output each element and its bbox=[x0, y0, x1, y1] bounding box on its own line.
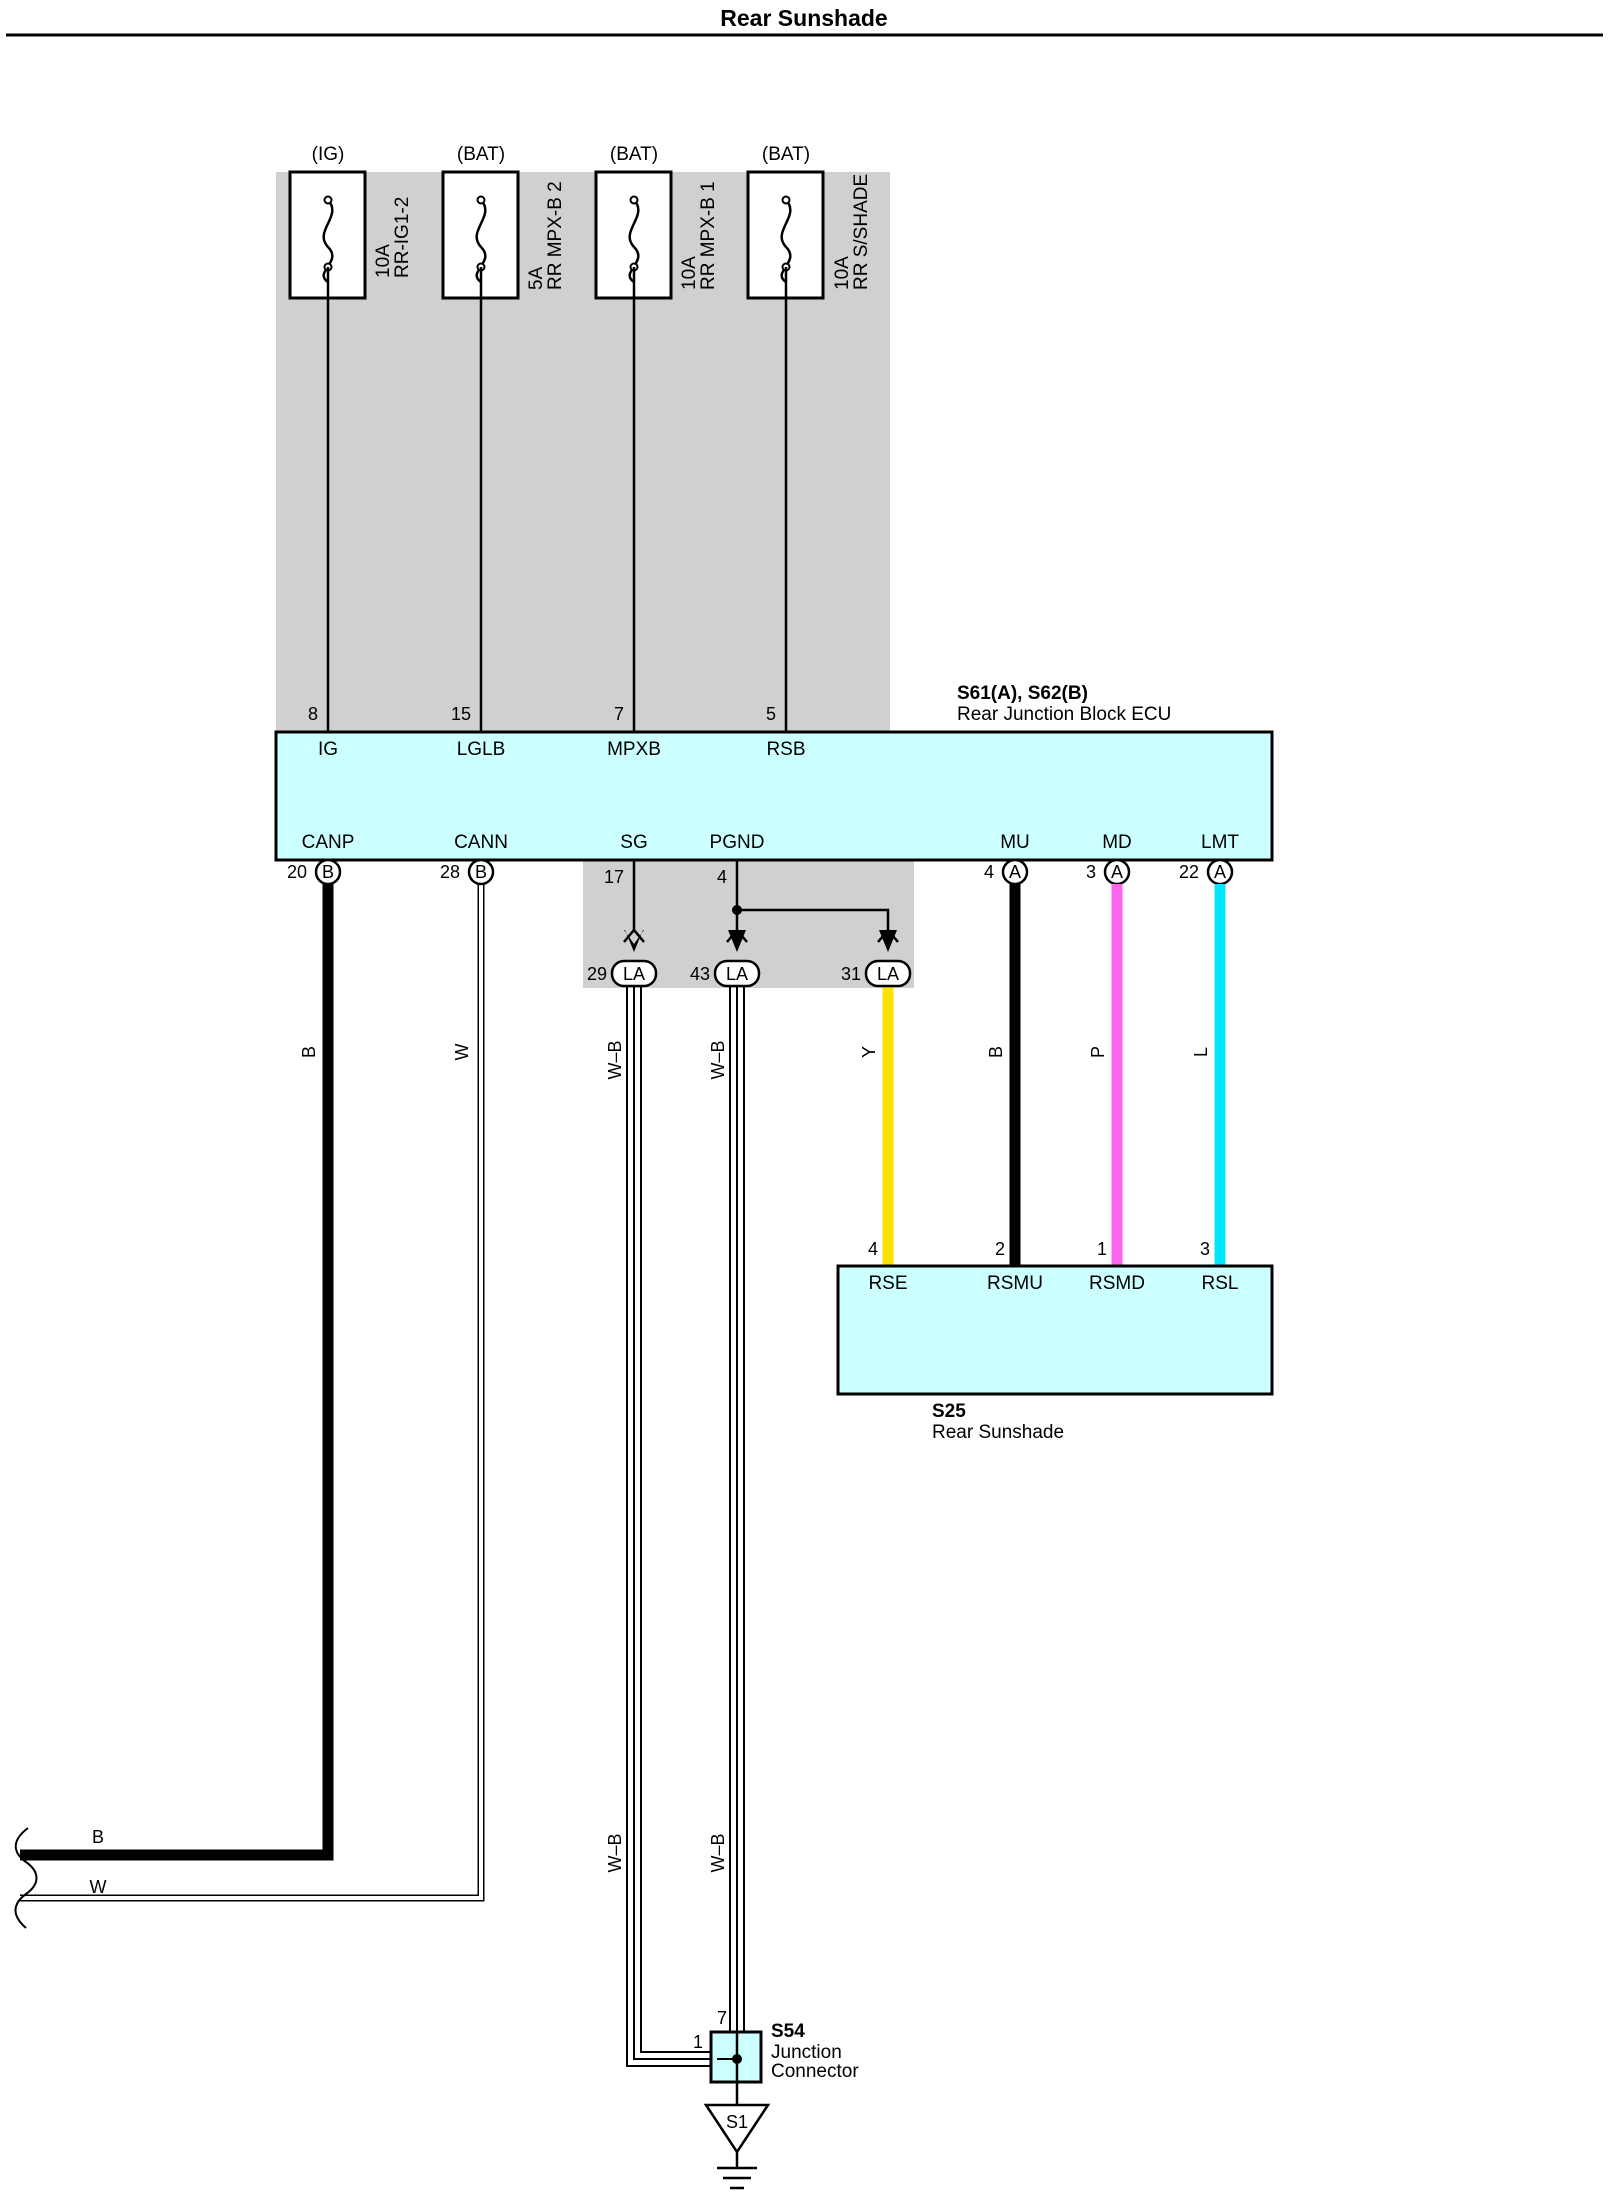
la-29-label: LA bbox=[623, 964, 645, 984]
ecu-pin-ig: 8 bbox=[308, 704, 318, 724]
wire-code-exit-w: W bbox=[90, 1877, 107, 1897]
ecu-pin-pgnd: 4 bbox=[717, 867, 727, 887]
sunshade-terminal-rsmd: RSMD bbox=[1089, 1273, 1145, 1294]
wire-code-cann: W bbox=[452, 1044, 472, 1061]
ecu-pin-lglb: 15 bbox=[451, 704, 471, 724]
la-31-label: LA bbox=[877, 964, 899, 984]
ecu-terminal-rsb: RSB bbox=[766, 739, 805, 760]
conn-mu-letter: A bbox=[1009, 862, 1021, 882]
sunshade-pin-rsl: 3 bbox=[1200, 1239, 1210, 1259]
la-connector-43: LA bbox=[713, 959, 761, 988]
wire-cann-outline bbox=[20, 872, 485, 1902]
ecu-code: S61(A), S62(B) bbox=[957, 683, 1088, 704]
diagram-title: Rear Sunshade bbox=[720, 5, 887, 31]
ecu-terminal-mu: MU bbox=[1000, 832, 1030, 853]
conn-mu: A bbox=[1001, 858, 1029, 886]
wire-break-symbol bbox=[14, 1827, 38, 1929]
junction-code: S54 bbox=[771, 2021, 805, 2042]
ecu-terminal-mpxb: MPXB bbox=[607, 739, 661, 760]
wire-pgnd-branch bbox=[737, 908, 890, 932]
fuse-3-name: RR MPX-B 1 bbox=[698, 181, 719, 290]
fuse-1-supply: (IG) bbox=[312, 144, 345, 165]
wire-code-lmt: L bbox=[1191, 1047, 1211, 1057]
ecu-terminal-lglb: LGLB bbox=[457, 739, 506, 760]
junction-splice-dot bbox=[732, 2054, 742, 2064]
wire-code-pgnd: W–B bbox=[708, 1040, 728, 1079]
conn-lmt: A bbox=[1206, 858, 1234, 886]
ecu-pin-mpxb: 7 bbox=[614, 704, 624, 724]
wire-code-lower-pgnd: W–B bbox=[708, 1833, 728, 1872]
wire-code-sg: W–B bbox=[605, 1040, 625, 1079]
la-connector-31: LA bbox=[864, 959, 912, 988]
conn-lmt-letter: A bbox=[1214, 862, 1226, 882]
conn-md: A bbox=[1103, 858, 1131, 886]
arrow-sg bbox=[624, 930, 644, 952]
la-pin-31: 31 bbox=[841, 964, 861, 984]
ecu-terminal-pgnd: PGND bbox=[710, 832, 765, 853]
junction-name-line2: Connector bbox=[771, 2061, 859, 2082]
ecu-name: Rear Junction Block ECU bbox=[957, 704, 1171, 725]
fuse-3-supply: (BAT) bbox=[610, 144, 658, 165]
fuse-4-name: RR S/SHADE bbox=[851, 174, 872, 290]
ecu-terminal-canp: CANP bbox=[302, 832, 355, 853]
ecu-pin-lmt: 22 bbox=[1179, 862, 1199, 882]
wire-code-canp: B bbox=[299, 1046, 319, 1058]
wire-sg-outer bbox=[626, 986, 717, 2067]
ecu-pin-sg: 17 bbox=[604, 867, 624, 887]
sunshade-pin-rsmu: 2 bbox=[995, 1239, 1005, 1259]
wire-code-lower-sg: W–B bbox=[605, 1833, 625, 1872]
sunshade-terminal-rsmu: RSMU bbox=[987, 1273, 1043, 1294]
la-pin-43: 43 bbox=[690, 964, 710, 984]
ecu-terminal-lmt: LMT bbox=[1201, 832, 1239, 853]
ecu-terminal-sg: SG bbox=[620, 832, 647, 853]
wire-code-mu: B bbox=[986, 1046, 1006, 1058]
ecu-pin-md: 3 bbox=[1086, 862, 1096, 882]
pgnd-splice-dot bbox=[732, 905, 742, 915]
ground-label: S1 bbox=[726, 2112, 748, 2132]
ecu-pin-cann: 28 bbox=[440, 862, 460, 882]
conn-cann: B bbox=[467, 858, 495, 886]
rear-junction-block-ecu bbox=[274, 730, 1274, 862]
ecu-pin-canp: 20 bbox=[287, 862, 307, 882]
sunshade-terminal-rse: RSE bbox=[868, 1273, 907, 1294]
sunshade-name: Rear Sunshade bbox=[932, 1422, 1064, 1443]
wire-sg-stripe bbox=[633, 986, 717, 2060]
wire-sg-inner bbox=[640, 986, 717, 2053]
ecu-terminal-cann: CANN bbox=[454, 832, 508, 853]
fuse-1-name: RR-IG1-2 bbox=[392, 197, 413, 278]
fuse-3-rating: 10A bbox=[679, 256, 700, 290]
fuse-2-supply: (BAT) bbox=[457, 144, 505, 165]
la-pin-29: 29 bbox=[587, 964, 607, 984]
ecu-terminal-md: MD bbox=[1102, 832, 1132, 853]
wire-cann bbox=[20, 872, 483, 1900]
wire-code-rse: Y bbox=[859, 1046, 879, 1058]
fuse-2-rating: 5A bbox=[526, 266, 547, 290]
junction-name-line1: Junction bbox=[771, 2042, 842, 2063]
la-43-label: LA bbox=[726, 964, 748, 984]
conn-canp: B bbox=[314, 858, 342, 886]
wire-canp bbox=[20, 872, 334, 1861]
ecu-pin-mu: 4 bbox=[984, 862, 994, 882]
la-connector-29: LA bbox=[610, 959, 658, 988]
ecu-pin-rsb: 5 bbox=[766, 704, 776, 724]
junction-pin-7: 7 bbox=[717, 2008, 727, 2028]
junction-pin-1: 1 bbox=[693, 2032, 703, 2052]
sunshade-code: S25 bbox=[932, 1401, 966, 1422]
wire-code-exit-b: B bbox=[92, 1827, 104, 1847]
sunshade-pin-rsmd: 1 bbox=[1097, 1239, 1107, 1259]
conn-md-letter: A bbox=[1111, 862, 1123, 882]
ground-triangle bbox=[703, 2103, 771, 2155]
wire-code-md: P bbox=[1088, 1046, 1108, 1058]
rear-sunshade-component bbox=[836, 1264, 1274, 1396]
fuse-4-rating: 10A bbox=[832, 256, 853, 290]
sunshade-pin-rse: 4 bbox=[868, 1239, 878, 1259]
conn-cann-letter: B bbox=[475, 862, 487, 882]
fuse-2-name: RR MPX-B 2 bbox=[545, 181, 566, 290]
ecu-terminal-ig: IG bbox=[318, 739, 338, 760]
conn-canp-letter: B bbox=[322, 862, 334, 882]
fuse-4-supply: (BAT) bbox=[762, 144, 810, 165]
fuse-1-rating: 10A bbox=[373, 244, 394, 278]
sunshade-terminal-rsl: RSL bbox=[1202, 1273, 1239, 1294]
